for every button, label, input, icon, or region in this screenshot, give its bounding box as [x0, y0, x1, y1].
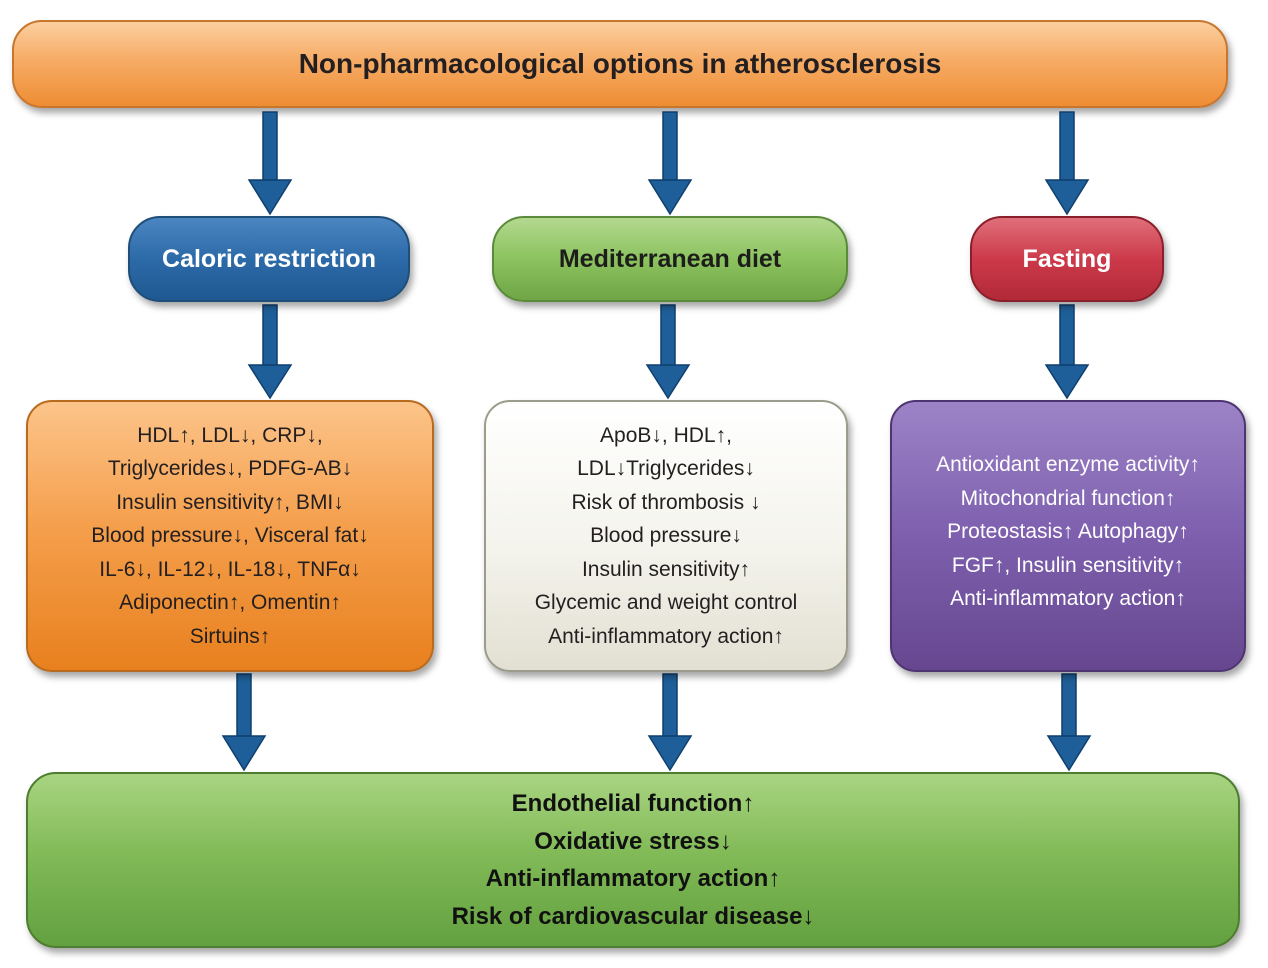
effect-line: Risk of thrombosis ↓ — [571, 490, 761, 514]
effect-line: Mitochondrial function↑ — [960, 486, 1176, 510]
effect-line: Sirtuins↑ — [189, 624, 271, 648]
effect-line: Proteostasis↑ Autophagy↑ — [947, 520, 1189, 544]
option-caloric-restriction: Caloric restriction — [128, 216, 410, 302]
effect-line: Insulin sensitivity↑, BMI↓ — [116, 490, 344, 514]
arrow-caloric-to-effects — [247, 304, 293, 400]
outcome-line: Anti-inflammatory action↑ — [485, 865, 781, 892]
outcomes-box: Endothelial function↑ Oxidative stress↓ … — [26, 772, 1240, 948]
option-mediterranean-diet: Mediterranean diet — [492, 216, 848, 302]
arrow-title-to-fasting — [1044, 111, 1090, 216]
arrow-caloric-effects-to-outcomes — [221, 673, 267, 772]
outcome-line: Risk of cardiovascular disease↓ — [451, 902, 815, 930]
effect-line: Antioxidant enzyme activity↑ — [936, 453, 1200, 477]
effect-line: Glycemic and weight control — [534, 591, 798, 615]
arrow-fasting-effects-to-outcomes — [1046, 673, 1092, 772]
option-caloric-restriction-label: Caloric restriction — [162, 244, 376, 273]
effect-line: IL-6↓, IL-12↓, IL-18↓, TNFα↓ — [99, 557, 361, 581]
outcome-line: Endothelial function↑ — [511, 790, 755, 817]
option-fasting-label: Fasting — [1022, 244, 1112, 273]
arrow-mediterranean-to-effects — [645, 304, 691, 400]
mediterranean-diet-effects: ApoB↓, HDL↑, LDL↓Triglycerides↓ Risk of … — [484, 400, 848, 672]
outcome-line: Oxidative stress↓ — [534, 827, 732, 855]
effect-line: Insulin sensitivity↑ — [581, 557, 751, 581]
effect-line: Blood pressure↓, Visceral fat↓ — [91, 524, 369, 548]
effect-line: Triglycerides↓, PDFG-AB↓ — [107, 457, 353, 481]
arrow-fasting-to-effects — [1044, 304, 1090, 400]
effect-line: FGF↑, Insulin sensitivity↑ — [951, 553, 1185, 577]
effect-line: ApoB↓, HDL↑, — [600, 423, 732, 447]
arrow-title-to-caloric — [247, 111, 293, 216]
effect-line: Anti-inflammatory action↑ — [950, 587, 1186, 611]
option-fasting: Fasting — [970, 216, 1164, 302]
arrow-title-to-mediterranean — [647, 111, 693, 216]
arrow-mediterranean-effects-to-outcomes — [647, 673, 693, 772]
effect-line: Adiponectin↑, Omentin↑ — [119, 591, 341, 615]
option-mediterranean-diet-label: Mediterranean diet — [558, 244, 782, 273]
effect-line: LDL↓Triglycerides↓ — [577, 457, 755, 481]
caloric-restriction-effects: HDL↑, LDL↓, CRP↓, Triglycerides↓, PDFG-A… — [26, 400, 434, 672]
effect-line: Anti-inflammatory action↑ — [548, 624, 784, 648]
effect-line: Blood pressure↓ — [590, 524, 742, 548]
effect-line: HDL↑, LDL↓, CRP↓, — [137, 423, 323, 447]
diagram-title: Non-pharmacological options in atheroscl… — [298, 48, 942, 79]
fasting-effects: Antioxidant enzyme activity↑ Mitochondri… — [890, 400, 1246, 672]
title-box: Non-pharmacological options in atheroscl… — [12, 20, 1228, 108]
